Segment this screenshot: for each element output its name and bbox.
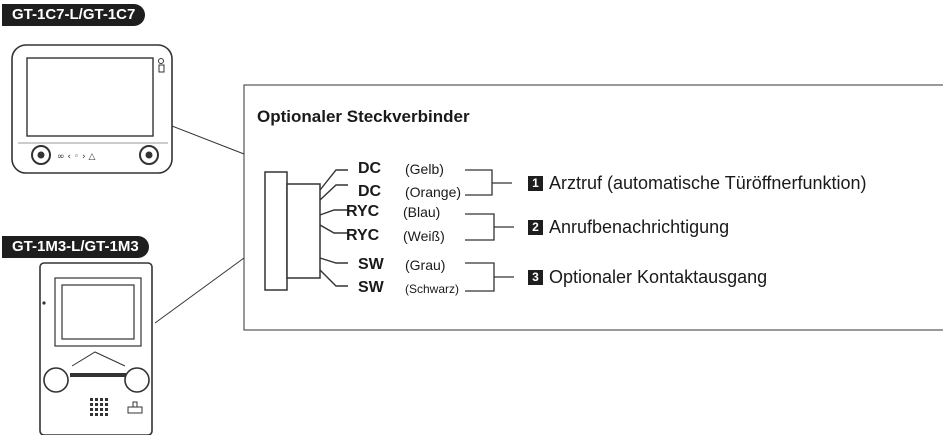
function-number-badge: 2 (528, 220, 543, 235)
connector-plug-body (264, 171, 288, 291)
wire-color: (Schwarz) (405, 282, 460, 296)
brackets (465, 169, 514, 292)
wire-color: (Grau) (405, 257, 446, 273)
callout-box (243, 84, 943, 331)
monitor-landscape-device: ∞ ‹ ◦ › △ (11, 44, 173, 174)
wire-name: RYC (346, 227, 380, 244)
connector-title: Optionaler Steckverbinder (257, 107, 470, 126)
wire-name: SW (358, 279, 384, 296)
wire-color: (Orange) (405, 184, 462, 200)
function-label: Optionaler Kontaktausgang (549, 267, 768, 287)
callout-pointer-bottom (154, 257, 245, 324)
function-label: Anrufbenachrichtigung (549, 217, 730, 237)
model-badge-gt-1m3: GT-1M3-L/GT-1M3 (2, 236, 149, 258)
function-label: Arztruf (automatische Türöffnerfunktion) (549, 173, 867, 193)
wire-color: (Gelb) (405, 161, 444, 177)
wire-name: RYC (346, 203, 380, 220)
svg-text:∞ ‹ ◦ › △: ∞ ‹ ◦ › △ (57, 152, 95, 162)
model-badge-gt-1c7: GT-1C7-L/GT-1C7 (2, 4, 146, 26)
wire-name: DC (358, 183, 382, 200)
monitor-portrait-device (39, 262, 153, 435)
function-number-badge: 3 (528, 270, 543, 285)
wire-name: SW (358, 256, 384, 273)
connector-plug-head (286, 183, 321, 279)
wire-name: DC (358, 160, 382, 177)
wire-color: (Weiß) (403, 228, 445, 244)
function-number-badge: 1 (528, 176, 543, 191)
wire-color: (Blau) (403, 204, 441, 220)
callout-pointer-top (171, 125, 245, 155)
wires (319, 169, 348, 287)
